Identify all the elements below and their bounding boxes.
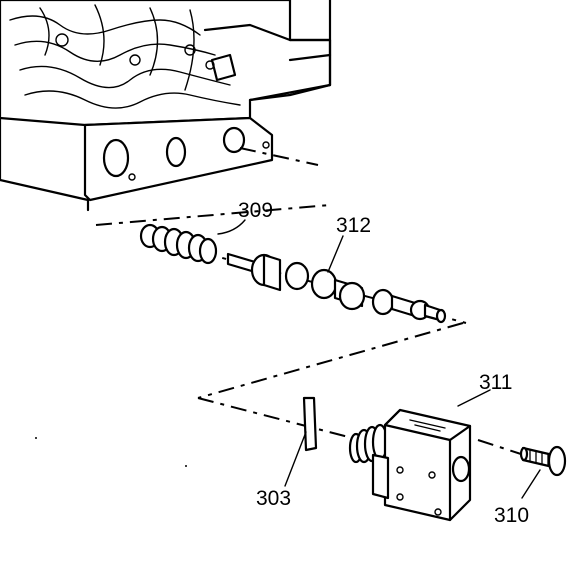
callout-311: 311	[479, 371, 512, 394]
callout-310: 310	[494, 504, 529, 527]
valve-body-housing	[0, 0, 332, 212]
callout-312: 312	[336, 214, 371, 237]
bolt-part	[519, 445, 567, 477]
retainer-pin-part	[302, 396, 318, 452]
callout-303: 303	[256, 487, 291, 510]
solenoid-part	[348, 408, 472, 522]
leader-lines	[217, 219, 541, 499]
scan-speck	[185, 465, 187, 467]
scan-speck	[35, 437, 37, 439]
callout-309: 309	[238, 199, 273, 222]
valve-part	[226, 252, 447, 324]
spring-part	[139, 223, 218, 265]
